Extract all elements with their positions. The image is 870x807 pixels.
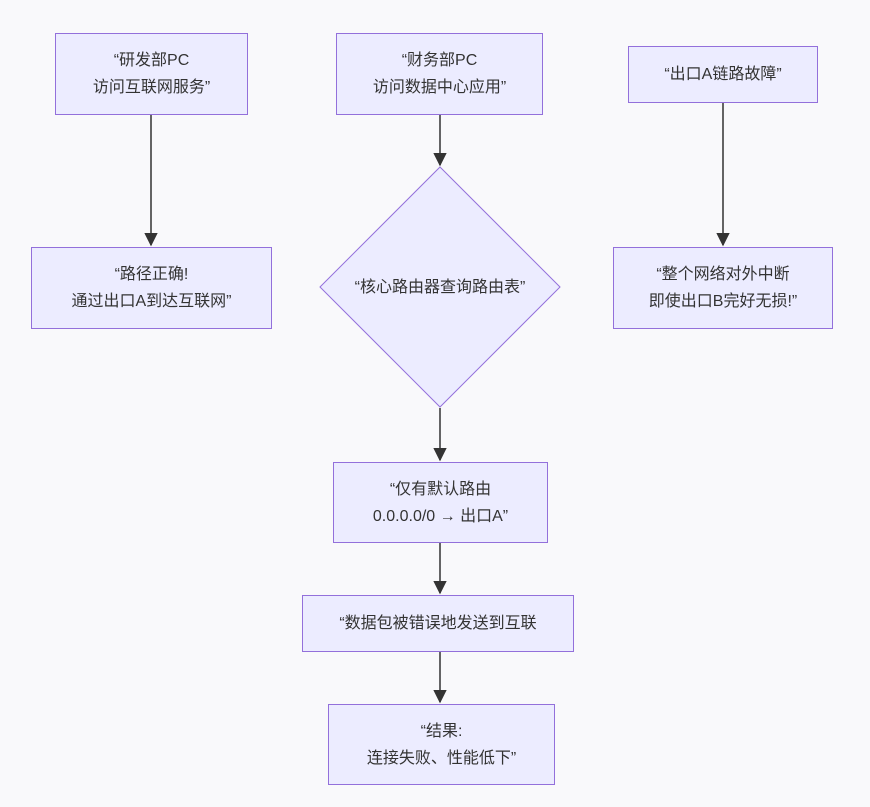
node-result: “结果: 连接失败、性能低下”	[328, 704, 555, 785]
node-wrong-send: “数据包被错误地发送到互联	[302, 595, 574, 652]
decision-diamond-shape	[319, 166, 561, 408]
node-default-route: “仅有默认路由 0.0.0.0/0 → 出口A”	[333, 462, 548, 543]
node-rd-pc: “研发部PC 访问互联网服务”	[55, 33, 248, 115]
node-link-failure: “出口A链路故障”	[628, 46, 818, 103]
node-path-correct: “路径正确! 通过出口A到达互联网”	[31, 247, 272, 329]
node-network-down: “整个网络对外中断 即使出口B完好无损!”	[613, 247, 833, 329]
node-router-lookup-label: “核心路由器查询路由表”	[354, 278, 526, 296]
node-finance-pc: “财务部PC 访问数据中心应用”	[336, 33, 543, 115]
